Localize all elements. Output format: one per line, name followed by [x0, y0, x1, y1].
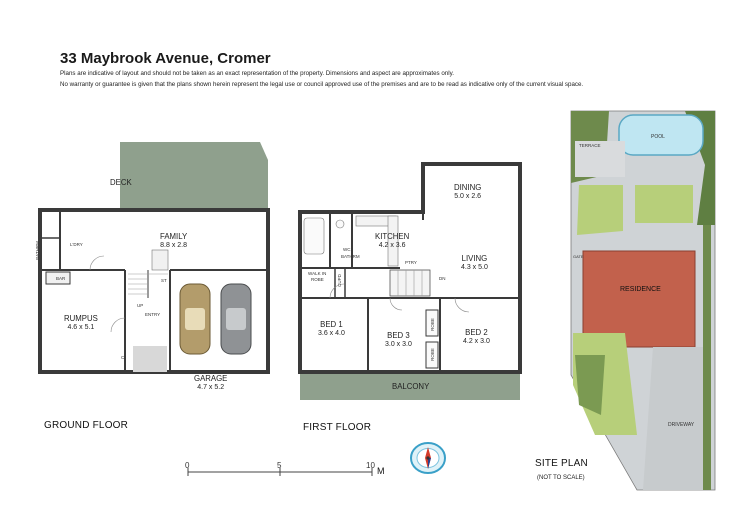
disclaimer-line-2: No warranty or guarantee is given that t…: [60, 81, 584, 88]
site-plan-map: [570, 110, 716, 491]
label-entry: ENTRY: [145, 312, 161, 317]
label-cupboard-first: CUPD: [336, 274, 342, 287]
ground-floor-label: GROUND FLOOR: [44, 420, 129, 431]
pool: [618, 114, 704, 156]
label-driveway: DRIVEWAY: [668, 422, 695, 428]
label-pool: POOL: [651, 134, 665, 140]
first-floor-label: FIRST FLOOR: [303, 422, 372, 433]
balcony-area: [300, 372, 520, 400]
disclaimer-line-1: Plans are indicative of layout and shoul…: [60, 70, 454, 77]
compass-icon: [410, 442, 446, 474]
residence-roof: [582, 250, 696, 348]
ground-floor-plan: [38, 142, 270, 374]
label-store: ST: [161, 278, 167, 283]
label-residence: RESIDENCE: [620, 286, 661, 293]
label-terrace: TERRACE: [579, 143, 601, 148]
room-balcony: BALCONY: [392, 382, 430, 391]
scale-tick-10: 10: [366, 461, 375, 470]
label-walk-in-robe: ROBE: [311, 277, 324, 282]
room-deck: DECK: [110, 178, 132, 187]
label-bar: BAR: [56, 276, 66, 281]
label-laundry: L'DRY: [70, 242, 83, 247]
label-walk-in: WALK IN: [308, 271, 327, 276]
label-first-bathroom: BATHRM: [341, 254, 360, 259]
site-plan-label: SITE PLAN: [535, 458, 588, 469]
label-robe-2: ROBE: [429, 348, 435, 361]
scale-unit: M: [377, 466, 385, 476]
label-pantry: PTRY: [405, 260, 417, 265]
car-1-icon: [179, 283, 211, 355]
label-wc: WC: [343, 247, 351, 252]
scale-bar: [187, 468, 373, 476]
scale-tick-0: 0: [185, 461, 190, 470]
deck-area: [120, 142, 268, 210]
site-plan-note: (NOT TO SCALE): [537, 475, 585, 481]
label-up: UP: [137, 303, 144, 308]
label-down: DN: [439, 276, 446, 281]
label-gate: GATE: [573, 254, 584, 259]
car-2-icon: [220, 283, 252, 355]
label-robe-1: ROBE: [429, 318, 435, 331]
page-title: 33 Maybrook Avenue, Cromer: [60, 50, 271, 67]
label-cupboard: C: [121, 355, 125, 360]
label-bathroom: BATHRM: [34, 241, 40, 260]
first-floor-plan: [298, 162, 522, 400]
scale-tick-5: 5: [277, 461, 282, 470]
